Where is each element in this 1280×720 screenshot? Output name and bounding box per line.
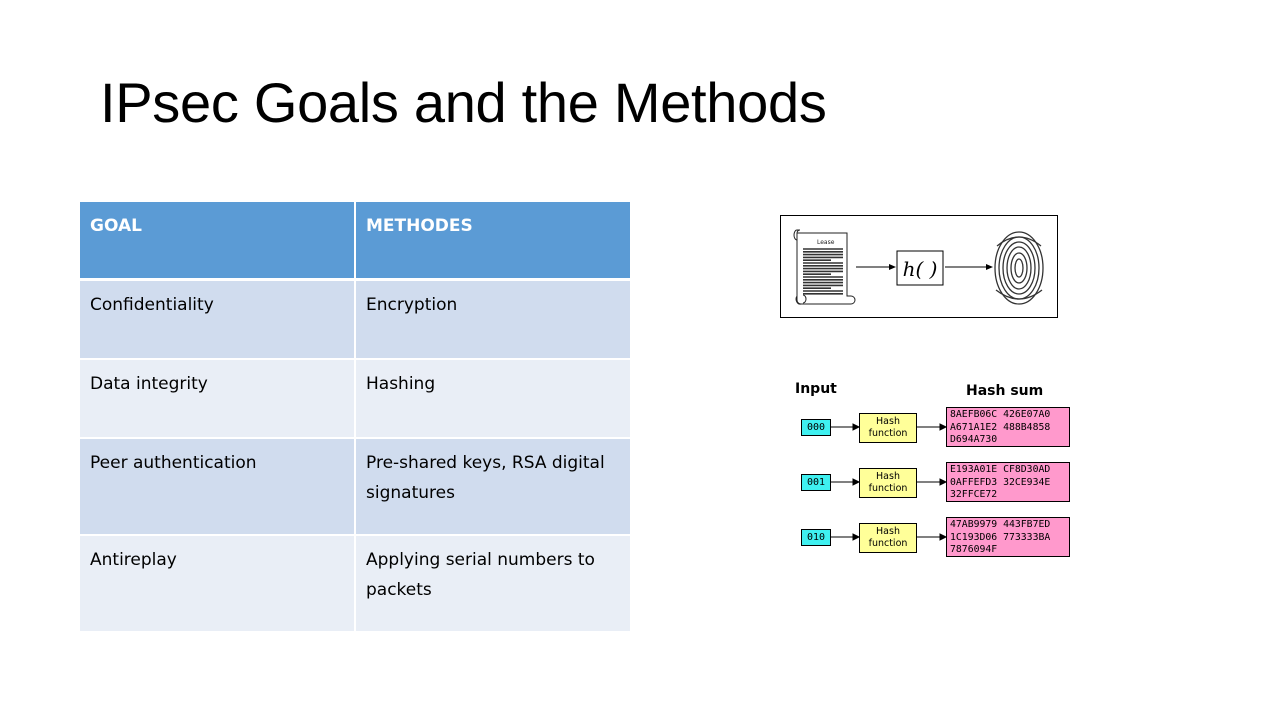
method-cell: Pre-shared keys, RSA digital signatures (355, 438, 632, 536)
diagram-arrows (831, 423, 948, 541)
fingerprint-icon (994, 231, 1044, 305)
goal-cell: Data integrity (80, 359, 356, 439)
arrow-icon (856, 264, 896, 270)
table-row: Peer authentication Pre-shared keys, RSA… (80, 438, 632, 536)
hash-function-text: Hash (876, 471, 900, 482)
arrow-icon (945, 264, 993, 270)
method-cell: Applying serial numbers to packets (355, 535, 632, 633)
table-row: Confidentiality Encryption (80, 279, 632, 360)
hash-sum-value: 47AB9979 443FB7ED 1C193D06 773333BA 7876… (946, 517, 1070, 557)
input-value: 000 (801, 419, 831, 436)
method-cell: Encryption (355, 279, 632, 360)
hash-function-text: Hash (876, 526, 900, 537)
hash-function-text: function (868, 538, 908, 549)
column-header-methods: METHODES (355, 202, 632, 281)
hash-sum-value: 8AEFB06C 426E07A0 A671A1E2 488B4858 D694… (946, 407, 1070, 447)
document-scroll-icon: Lease (793, 229, 856, 305)
input-heading: Input (795, 381, 837, 397)
hash-sum-heading: Hash sum (966, 383, 1044, 399)
input-value: 010 (801, 529, 831, 546)
method-cell: Hashing (355, 359, 632, 439)
hash-function-text: function (868, 428, 908, 439)
hash-function-text: function (868, 483, 908, 494)
goal-cell: Confidentiality (80, 279, 356, 360)
hash-function-label: h( ) (903, 257, 938, 281)
goal-cell: Peer authentication (80, 438, 356, 536)
slide-title: IPsec Goals and the Methods (100, 71, 827, 134)
input-value: 001 (801, 474, 831, 491)
goals-methods-table: GOAL METHODES Confidentiality Encryption… (80, 202, 632, 633)
hash-function-text: Hash (876, 416, 900, 427)
column-header-goal: GOAL (80, 202, 356, 281)
hash-sum-value: E193A01E CF8D30AD 0AFFEFD3 32CE934E 32FF… (946, 462, 1070, 502)
table-row: Antireplay Applying serial numbers to pa… (80, 535, 632, 633)
table-row: Data integrity Hashing (80, 359, 632, 439)
document-label: Lease (817, 239, 835, 246)
hash-function-box: h( ) (896, 250, 944, 286)
goal-cell: Antireplay (80, 535, 356, 633)
hash-concept-illustration: Lease h( ) (780, 215, 1058, 318)
table-header-row: GOAL METHODES (80, 202, 632, 281)
